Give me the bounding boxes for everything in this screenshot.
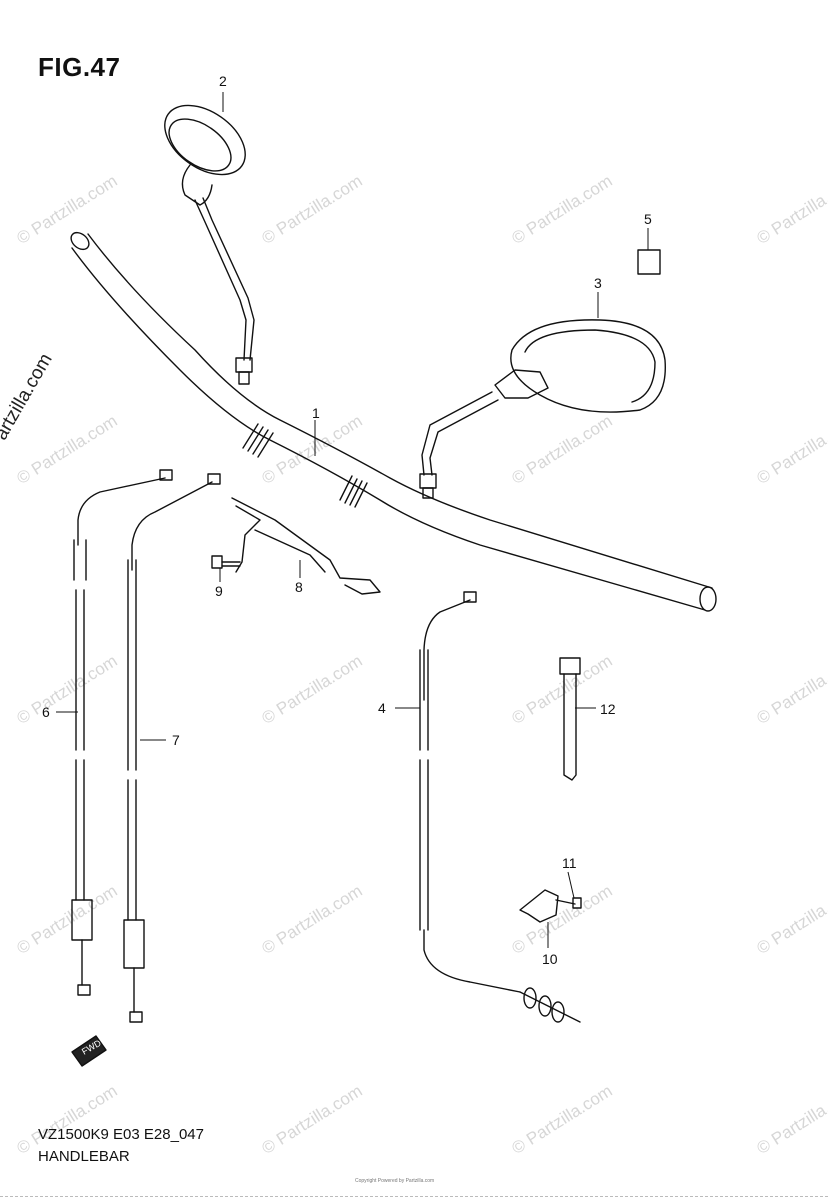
handlebar-knurl-left xyxy=(242,423,274,458)
callout-5: 5 xyxy=(644,211,652,227)
callout-10: 10 xyxy=(542,951,558,967)
part-2-left-mirror[interactable] xyxy=(152,91,258,385)
callout-9: 9 xyxy=(215,583,223,599)
bottom-rule xyxy=(0,1196,828,1197)
part-4-clutch-cable[interactable] xyxy=(419,591,581,1023)
part-10-clamp[interactable] xyxy=(519,889,559,923)
callout-4: 4 xyxy=(378,700,386,716)
part-8-bracket[interactable] xyxy=(231,497,381,595)
direction-arrow-icon: FWD xyxy=(71,1035,107,1067)
part-12-cable-tie[interactable] xyxy=(559,657,581,781)
figure-title: FIG.47 xyxy=(38,52,121,82)
callout-2: 2 xyxy=(219,73,227,89)
part-11-screw[interactable] xyxy=(555,897,582,909)
leader-lines xyxy=(56,92,649,948)
callout-12: 12 xyxy=(600,701,616,717)
handlebar-knurl-right xyxy=(339,475,368,508)
part-9-bolt[interactable] xyxy=(211,555,241,569)
callout-1: 1 xyxy=(312,405,320,421)
diagram-name: HANDLEBAR xyxy=(38,1148,130,1165)
callout-11: 11 xyxy=(562,855,577,871)
callout-8: 8 xyxy=(295,579,303,595)
diagram-code: VZ1500K9 E03 E28_047 xyxy=(38,1126,204,1143)
part-1-handlebar[interactable] xyxy=(68,229,717,612)
part-5-label[interactable] xyxy=(637,249,661,275)
part-3-right-mirror[interactable] xyxy=(419,319,666,499)
callout-labels: 1 2 3 4 5 6 7 8 9 10 11 12 xyxy=(42,73,652,967)
callout-7: 7 xyxy=(172,732,180,748)
part-7-throttle-cable[interactable] xyxy=(123,473,221,1023)
callout-6: 6 xyxy=(42,704,50,720)
callout-3: 3 xyxy=(594,275,602,291)
copyright-text: Copyright Powered by Partzilla.com xyxy=(355,1178,435,1184)
part-6-throttle-cable[interactable] xyxy=(71,469,173,996)
